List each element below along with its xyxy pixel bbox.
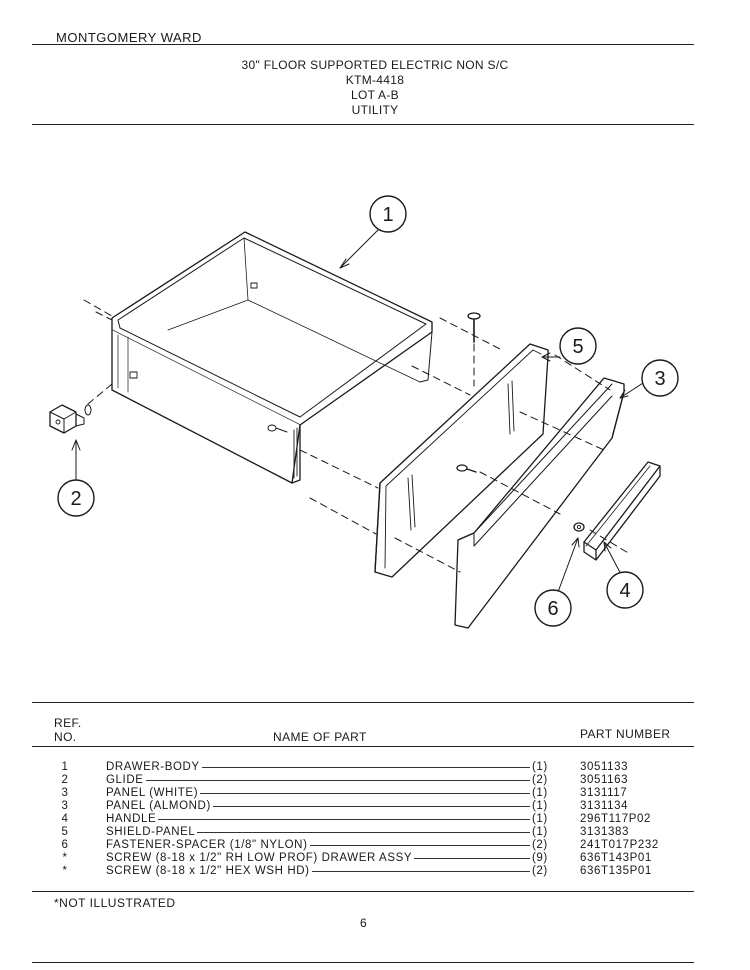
table-row: 6 FASTENER-SPACER (1/8" NYLON) (2) 241T0… — [0, 839, 750, 851]
table-row: 3 PANEL (ALMOND) (1) 3131134 — [0, 800, 750, 812]
fastener-spacer-drawing — [573, 522, 585, 532]
callout-circle-6 — [534, 589, 572, 627]
table-row: * SCREW (8-18 x 1/2" HEX WSH HD) (2) 636… — [0, 865, 750, 877]
title-line-model-number: KTM-4418 — [345, 73, 405, 87]
callout-circle-1 — [369, 195, 407, 233]
part-name: PANEL (WHITE) — [106, 787, 201, 799]
table-row: * SCREW (8-18 x 1/2" RH LOW PROF) DRAWER… — [0, 852, 750, 864]
table-row: 3 PANEL (WHITE) (1) 3131117 — [0, 787, 750, 799]
header-rule — [32, 44, 694, 45]
part-number: 241T017P232 — [580, 839, 659, 851]
part-number: 3131383 — [580, 826, 629, 838]
ref-number: * — [62, 865, 68, 877]
part-number: 3131134 — [580, 800, 629, 812]
part-number: 636T143P01 — [580, 852, 652, 864]
callout-number-6: 6 — [547, 598, 558, 620]
brand-name: MONTGOMERY WARD — [56, 30, 202, 45]
ref-number: 5 — [61, 826, 69, 838]
part-quantity: (2) — [530, 839, 548, 851]
ref-number: 6 — [61, 839, 69, 851]
leader-line — [106, 793, 530, 794]
ref-number: 2 — [61, 774, 69, 786]
callout-number-4: 4 — [619, 580, 630, 602]
part-number: 296T117P02 — [580, 813, 652, 825]
leader-line — [106, 845, 530, 846]
part-number-header: PART NUMBER — [580, 727, 671, 741]
table-row: 4 HANDLE (1) 296T117P02 — [0, 813, 750, 825]
ref-number: 3 — [61, 800, 69, 812]
leader-line — [106, 767, 530, 768]
table-bottom-rule — [32, 891, 694, 892]
part-quantity: (1) — [530, 826, 548, 838]
callout-number-1: 1 — [382, 204, 393, 226]
table-header-rule — [32, 746, 694, 747]
leader-line — [106, 819, 530, 820]
part-number: 3051133 — [580, 761, 629, 773]
not-illustrated-footnote: *NOT ILLUSTRATED — [54, 896, 176, 910]
leader-line — [106, 871, 530, 872]
ref-number: 4 — [61, 813, 69, 825]
ref-number: 1 — [61, 761, 69, 773]
callout-number-5: 5 — [572, 336, 583, 358]
leader-line — [106, 806, 530, 807]
part-name: SCREW (8-18 x 1/2" HEX WSH HD) — [106, 865, 312, 877]
callout-circle-2 — [57, 479, 95, 517]
title-line-lot: LOT A-B — [351, 88, 399, 102]
handle-drawing — [583, 461, 661, 561]
part-name: FASTENER-SPACER (1/8" NYLON) — [106, 839, 310, 851]
part-quantity: (1) — [530, 800, 548, 812]
part-name: SCREW (8-18 x 1/2" RH LOW PROF) DRAWER A… — [106, 852, 415, 864]
table-row: 1 DRAWER-BODY (1) 3051133 — [0, 761, 750, 773]
part-quantity: (2) — [530, 774, 548, 786]
ref-header-line2: NO. — [54, 730, 77, 744]
part-name: GLIDE — [106, 774, 146, 786]
leader-line — [106, 832, 530, 833]
part-quantity: (1) — [530, 787, 548, 799]
callout-circles — [57, 195, 679, 627]
part-quantity: (1) — [530, 813, 548, 825]
drawer-body-drawing — [111, 231, 433, 484]
part-name: DRAWER-BODY — [106, 761, 202, 773]
part-name: PANEL (ALMOND) — [106, 800, 213, 812]
table-row: 2 GLIDE (2) 3051163 — [0, 774, 750, 786]
part-quantity: (2) — [530, 865, 548, 877]
ref-header-line1: REF. — [54, 716, 82, 730]
page-bottom-rule — [32, 962, 694, 963]
page-number: 6 — [360, 916, 367, 930]
ref-number: 3 — [61, 787, 69, 799]
callout-circle-5 — [559, 327, 597, 365]
table-top-rule — [32, 702, 694, 703]
title-rule — [32, 124, 694, 125]
screw-drawings — [456, 312, 481, 473]
part-number: 3131117 — [580, 787, 628, 799]
leader-line — [106, 780, 530, 781]
callout-number-2: 2 — [70, 488, 81, 510]
glide-drawing — [49, 404, 92, 434]
callout-circle-3 — [641, 359, 679, 397]
part-number: 3051163 — [580, 774, 629, 786]
ref-number: * — [62, 852, 68, 864]
title-line-section: UTILITY — [351, 103, 399, 117]
part-name: SHIELD-PANEL — [106, 826, 198, 838]
callout-numbers: 1 2 3 4 5 6 — [70, 204, 665, 620]
part-number: 636T135P01 — [580, 865, 652, 877]
alignment-lines — [83, 299, 631, 573]
callout-number-3: 3 — [654, 368, 665, 390]
table-row: 5 SHIELD-PANEL (1) 3131383 — [0, 826, 750, 838]
part-quantity: (9) — [530, 852, 548, 864]
document-title: 30" FLOOR SUPPORTED ELECTRIC NON S/C KTM… — [150, 58, 600, 118]
name-of-part-header: NAME OF PART — [273, 730, 367, 744]
title-line-model-description: 30" FLOOR SUPPORTED ELECTRIC NON S/C — [241, 58, 509, 72]
exploded-parts-diagram: 1 2 3 4 5 6 — [49, 195, 679, 629]
part-name: HANDLE — [106, 813, 159, 825]
shield-panel-drawing — [374, 343, 549, 578]
part-quantity: (1) — [530, 761, 548, 773]
callout-circle-4 — [606, 571, 644, 609]
